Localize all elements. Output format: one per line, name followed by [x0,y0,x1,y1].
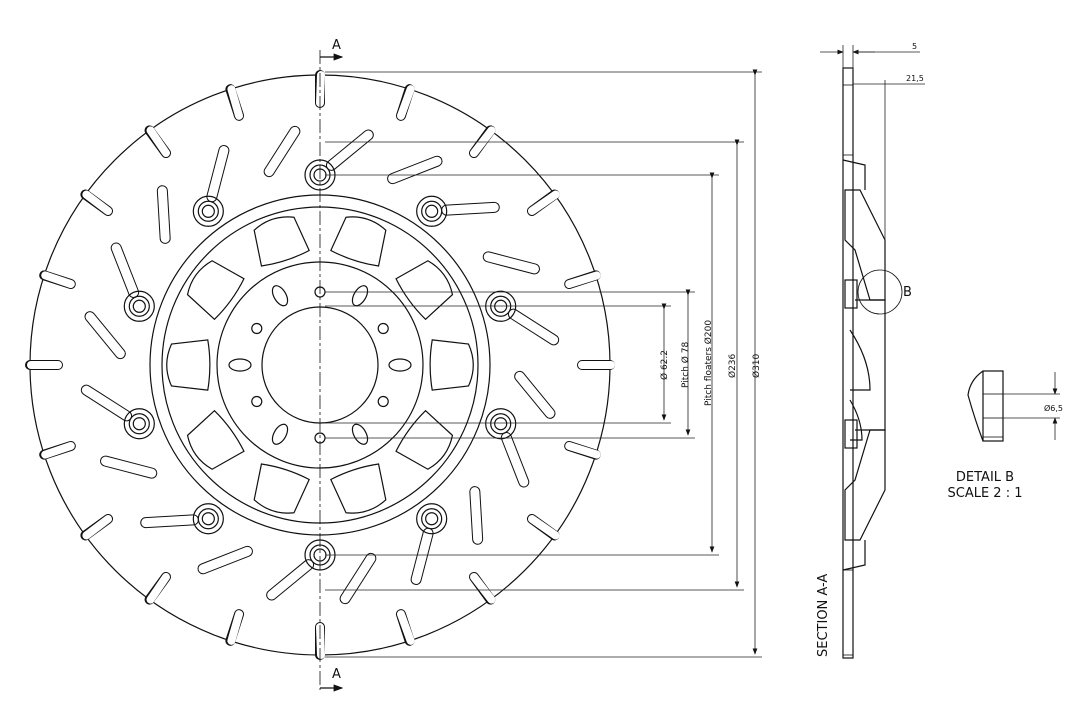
carrier-window [330,463,387,514]
floater-bolt-outer [416,195,448,227]
hub-mount-hole [377,322,389,335]
detail-scale: SCALE 2 : 1 [948,486,1023,501]
floater-bolt-ring [128,295,150,317]
hub-slot [351,423,369,445]
detail-b-circle [857,269,903,315]
floater-bolt-outer [192,503,224,535]
cooling-slot-fill [85,312,125,359]
section-a-a-view: B 5 21,5 SECTION A-A [816,42,925,659]
carrier-window [395,409,454,470]
dim-pitch-floaters-200: Pitch floaters Ø200 [703,320,714,406]
dim-offset: 21,5 [906,74,924,83]
rim-notch-fill [565,271,601,289]
floater-bolt-hole [132,299,146,313]
floater-bolt-ring [490,413,512,435]
floater-bolt-ring [421,200,443,222]
floater-bolt-hole [425,512,439,526]
carrier-window [253,463,310,514]
cooling-slot-fill [501,433,529,487]
dim-pitch-78: Pitch Ø 78 [680,342,691,388]
dim-thickness: 5 [912,42,917,51]
rim-notch-fill [82,190,113,216]
rim-notch-fill [82,514,113,540]
floater-bolt-ring [197,508,219,530]
rim-notch-fill [41,441,75,459]
hub-mount-hole [377,395,389,408]
hub-slot [351,285,369,307]
detail-title: DETAIL B [956,470,1014,485]
cooling-slot-fill [442,202,499,215]
cooling-slot-fill [111,243,139,297]
rim-notch-fill [527,190,560,216]
detail-marker: B [903,285,912,300]
cooling-slot-fill [101,456,157,478]
carrier-window [186,409,245,470]
hub-slot [271,285,289,307]
carrier-window [186,260,245,321]
dim-d62-2: Ø 62.2 [659,350,670,380]
hub-slot [228,358,252,372]
floater-bolt-outer [123,290,155,322]
dim-d236: Ø236 [727,353,738,378]
floater-bolt-outer [192,195,224,227]
rim-notch-fill [527,514,560,540]
rim-notch-fill [396,85,415,120]
rim-notch-fill [469,572,496,604]
cooling-slot-fill [207,146,229,202]
floater-bolt-ring [128,413,150,435]
section-title: SECTION A-A [816,574,831,657]
cooling-slot-fill [267,560,314,600]
hub-mount-hole [251,395,263,408]
cooling-slot-fill [483,252,539,274]
carrier-window [253,216,310,267]
rim-notch-fill [396,610,415,645]
rim-notch-fill [41,271,75,289]
floater-bolt-hole [201,204,215,218]
cooling-slot-fill [515,371,555,418]
floater-bolt-ring [197,200,219,222]
carrier-window [395,260,454,321]
hub-slot [388,358,412,372]
dim-hole: Ø6,5 [1044,403,1063,413]
rim-notch-fill [227,85,244,120]
floater-bolt-hole [132,417,146,431]
cooling-slot-fill [81,385,132,421]
cooling-slot-fill [157,186,170,243]
carrier-window [429,339,474,391]
rim-notch-fill [146,126,171,158]
section-marker-top: A [332,38,341,53]
detail-b-view: Ø6,5 DETAIL B SCALE 2 : 1 [948,370,1063,501]
floater-bolt-outer [416,503,448,535]
cooling-slot-fill [470,487,483,544]
floater-bolt-outer [123,408,155,440]
cooling-slot-fill [411,528,433,584]
carrier-window [330,216,387,267]
cooling-slot-fill [508,309,559,345]
carrier-window [166,339,211,391]
hub-slot [271,423,289,445]
cooling-slot-fill [198,546,252,574]
floater-bolt-hole [425,204,439,218]
floater-bolt-hole [201,512,215,526]
cooling-slot-fill [340,553,376,604]
cooling-slot-fill [141,515,198,528]
rim-notch-fill [565,441,601,459]
floater-bolt-ring [421,508,443,530]
floater-bolt-outer [485,408,517,440]
dimension-lines [325,69,762,658]
dim-d310: Ø310 [751,353,762,378]
cooling-slot-fill [388,156,442,184]
hub-mount-hole [251,322,263,335]
rim-notch-fill [227,610,244,645]
disc-front-view [25,70,615,660]
cooling-slot-fill [264,126,300,177]
floater-bolt-hole [494,417,508,431]
cooling-slot-fill [326,130,373,170]
rim-notch-fill [146,572,171,604]
section-marker-bottom: A [332,667,341,682]
